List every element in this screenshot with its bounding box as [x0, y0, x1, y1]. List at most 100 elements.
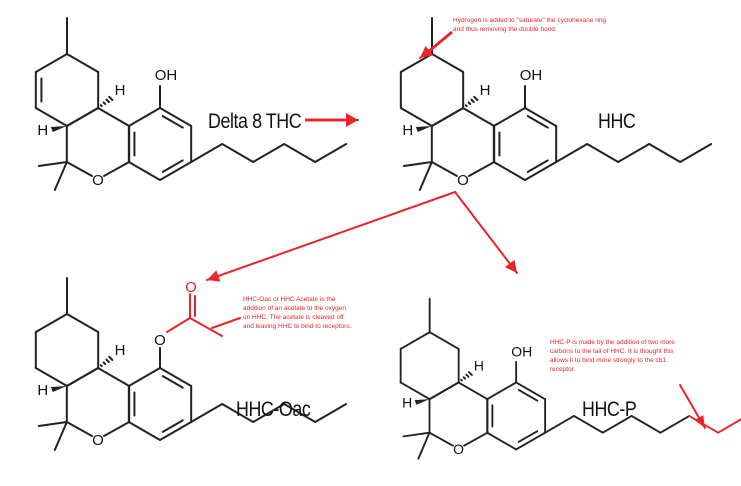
bond	[430, 107, 464, 127]
bond	[428, 431, 454, 447]
methyl-bond	[402, 161, 433, 167]
bond	[486, 431, 518, 451]
oxygen-atom-label: O	[92, 172, 104, 189]
hydrogen-label: H	[474, 357, 484, 373]
bond	[428, 331, 460, 350]
alkyl-chain-bond	[601, 414, 633, 434]
carbonyl-oxygen-label: O	[185, 279, 197, 296]
oxygen-atom-label: O	[457, 172, 469, 189]
annotation-pointer-hhc-p-head	[694, 415, 705, 428]
alkyl-chain-bond	[617, 143, 651, 163]
label-hhc-oac: HHC-Oac	[236, 398, 311, 421]
alkyl-chain-bond	[679, 143, 713, 163]
methyl-bond	[53, 161, 68, 191]
bond	[34, 53, 68, 73]
double-bond-line	[526, 159, 549, 173]
wedge-bond	[50, 126, 67, 132]
hydrogen-label: H	[115, 82, 126, 99]
annotation-hhc: Hydrogen is added to "saturate" the cycl…	[453, 17, 607, 33]
bond	[399, 331, 431, 350]
bond	[34, 367, 68, 387]
bond	[492, 161, 526, 181]
bond	[127, 107, 161, 127]
annotation-pointer-hhc-head	[420, 45, 434, 58]
alkyl-chain-bond	[314, 403, 348, 423]
double-bond-line	[517, 430, 539, 443]
bond	[468, 161, 496, 177]
methyl-bond	[402, 431, 431, 438]
wedge-bond	[415, 126, 432, 132]
bond	[34, 313, 68, 333]
bond	[431, 53, 465, 73]
hydrogen-label: H	[480, 82, 491, 99]
reaction-arrow-hhc-to-hhc-p	[454, 191, 518, 274]
label-hhc-p: HHC-P	[582, 398, 637, 421]
bond	[457, 381, 489, 401]
bond	[159, 107, 193, 127]
alkyl-chain-bond	[659, 414, 691, 434]
methyl-bond	[417, 431, 431, 460]
alkyl-chain-bond	[586, 143, 620, 163]
bond	[399, 107, 433, 127]
bond	[462, 107, 496, 127]
double-bond-line	[161, 375, 184, 389]
alkyl-chain-bond	[252, 143, 286, 163]
double-bond-line	[161, 115, 184, 129]
alkyl-chain-bond	[555, 143, 589, 163]
bond	[127, 367, 161, 387]
bond	[65, 367, 99, 387]
hydrogen-label: H	[37, 122, 48, 139]
hydrogen-label: H	[115, 342, 126, 359]
reaction-arrow-hhc-to-hhc-oac-head	[207, 270, 221, 282]
label-hhc: HHC	[598, 110, 636, 133]
alkyl-chain-bond	[648, 143, 682, 163]
alkyl-chain-bond	[630, 414, 662, 434]
hash-bond	[464, 104, 468, 107]
annotation-hhc-p: HHC-P is made by the addition of two mor…	[550, 339, 675, 373]
bond	[66, 313, 100, 333]
bond	[159, 367, 193, 387]
alkyl-chain-bond	[252, 403, 286, 423]
bond	[430, 161, 458, 177]
bond	[515, 431, 547, 451]
bond	[34, 107, 68, 127]
hash-bond	[473, 95, 479, 101]
methyl-bond	[53, 421, 68, 451]
bond	[65, 107, 99, 127]
alkyl-chain-bond	[283, 403, 317, 423]
hydrogen-label: H	[402, 395, 412, 411]
alkyl-chain-bond	[717, 418, 741, 434]
hash-bond	[465, 373, 470, 378]
hash-bond	[99, 364, 103, 367]
hydrogen-label: H	[402, 122, 413, 139]
bond	[65, 421, 93, 437]
oxygen-atom-label: O	[453, 441, 464, 457]
bond	[428, 381, 460, 401]
hydroxyl-label: OH	[520, 67, 543, 84]
bond	[65, 161, 93, 177]
ester-oxygen-label: O	[154, 332, 166, 349]
bond	[127, 161, 161, 181]
bond	[159, 161, 193, 181]
double-bond-line	[161, 159, 184, 173]
bond	[103, 421, 131, 437]
alkyl-chain-bond	[314, 143, 348, 163]
bond	[159, 421, 193, 441]
wedge-bond	[50, 386, 67, 392]
acetate-bond	[166, 317, 191, 333]
hash-bond	[105, 358, 110, 363]
reaction-arrow-hhc-to-hhc-p-head	[504, 259, 517, 273]
bond	[97, 107, 131, 127]
hash-bond	[102, 361, 107, 365]
methyl-bond	[418, 161, 433, 191]
double-bond-line	[517, 389, 539, 402]
bond	[97, 367, 131, 387]
annotation-hhc-oac: HHC-Oac or HHC Acetate is the addition o…	[243, 296, 352, 330]
bond	[399, 53, 433, 73]
wedge-bond	[414, 399, 430, 405]
bond	[66, 53, 100, 73]
